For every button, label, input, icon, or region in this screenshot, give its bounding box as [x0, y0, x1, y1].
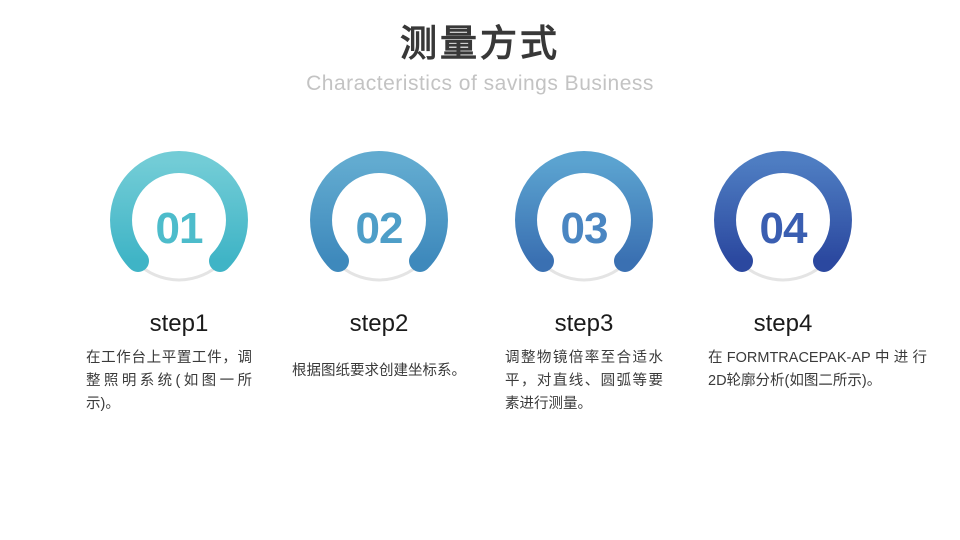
- ring-track-arc: [135, 260, 223, 282]
- step-ring-wrap: 02: [309, 150, 449, 290]
- step-description: 调整物镜倍率至合适水平，对直线、圆弧等要素进行测量。: [505, 350, 663, 412]
- step-card-3: 03 step3 调整物镜倍率至合适水平，对直线、圆弧等要素进行测量。: [479, 150, 689, 416]
- step-label: step2: [349, 310, 409, 337]
- ring-main-arc: [310, 150, 448, 272]
- step-card-1: 01 step1 在工作台上平置工件，调整照明系统(如图一所示)。: [74, 150, 284, 416]
- ring-track-arc: [335, 260, 423, 282]
- step-number: 02: [356, 204, 403, 253]
- step-ring-icon: 02: [310, 150, 448, 282]
- step-number: 04: [760, 204, 808, 253]
- ring-main-arc: [110, 150, 248, 272]
- step-card-4: 04 step4 在FORMTRACEPAK-AP中进行2D轮廓分析(如图二所示…: [678, 150, 927, 393]
- step-number: 01: [156, 204, 203, 253]
- step-description: 根据图纸要求创建坐标系。: [292, 363, 466, 379]
- header: 测量方式 Characteristics of savings Business: [0, 0, 960, 96]
- ring-track-arc: [540, 260, 628, 282]
- page-subtitle: Characteristics of savings Business: [306, 71, 654, 95]
- page-title: 测量方式: [400, 23, 560, 64]
- step-ring-wrap: 03: [514, 150, 654, 290]
- step-ring-icon: 01: [110, 150, 248, 282]
- ring-main-arc: [515, 150, 653, 272]
- step-label: step3: [554, 310, 614, 337]
- step-ring-icon: 03: [515, 150, 653, 282]
- step-label: step1: [149, 310, 209, 337]
- ring-track-arc: [739, 260, 827, 282]
- step-label: step4: [753, 310, 813, 337]
- step-description: 在FORMTRACEPAK-AP中进行2D轮廓分析(如图二所示)。: [708, 350, 927, 389]
- ring-main-arc: [714, 150, 852, 272]
- step-number: 03: [561, 204, 608, 253]
- step-ring-wrap: 01: [109, 150, 249, 290]
- step-card-2: 02 step2 根据图纸要求创建坐标系。: [274, 150, 484, 383]
- step-description: 在工作台上平置工件，调整照明系统(如图一所示)。: [86, 350, 252, 412]
- steps-row: 01 step1 在工作台上平置工件，调整照明系统(如图一所示)。 0: [0, 150, 960, 480]
- step-ring-icon: 04: [714, 150, 852, 282]
- step-ring-wrap: 04: [713, 150, 853, 290]
